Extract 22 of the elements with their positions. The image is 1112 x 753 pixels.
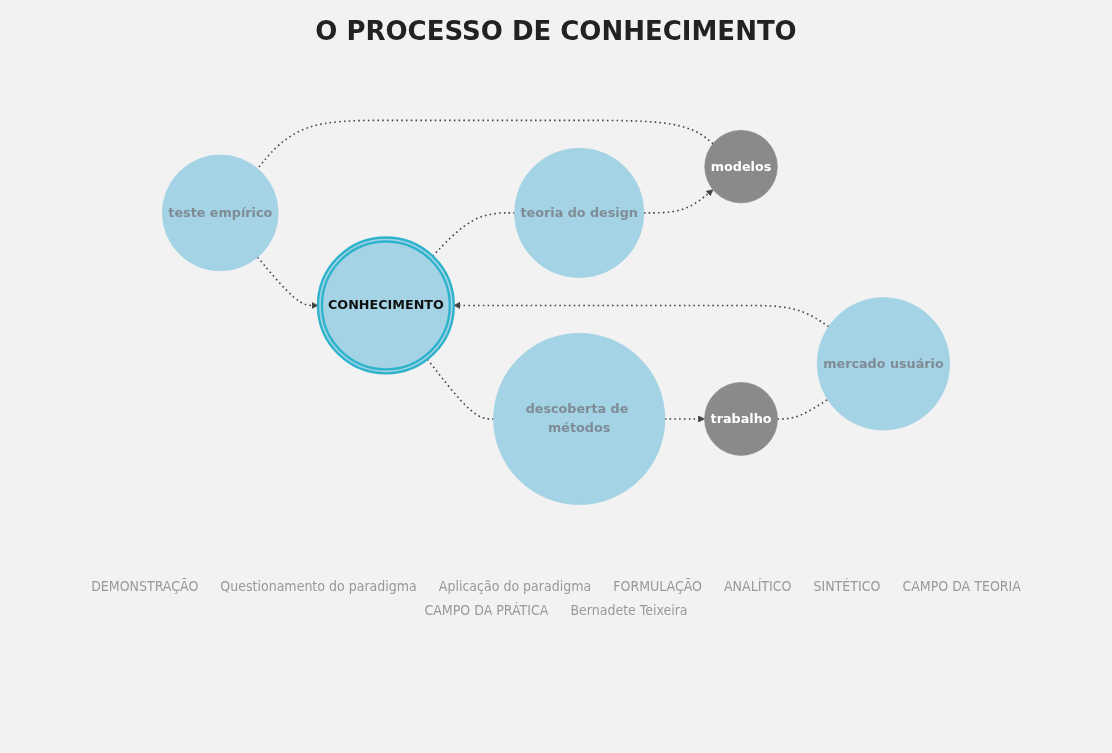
annotation-text: Questionamento do paradigma <box>220 578 417 594</box>
annotation-text: SINTÉTICO <box>813 578 881 594</box>
diagram-title: O PROCESSO DE CONHECIMENTO <box>314 16 798 46</box>
arrow <box>643 188 714 214</box>
annotation-text: CAMPO DA PRÁTICA <box>424 602 549 618</box>
annotation-text: Aplicação do paradigma <box>438 578 592 594</box>
annotation-text: DEMONSTRAÇÃO <box>91 578 199 594</box>
annotation-text: CAMPO DA TEORIA <box>902 578 1021 594</box>
arrow <box>664 414 705 422</box>
node-circle: CONHECIMENTO <box>316 235 455 375</box>
node-circle: teoria do design <box>514 147 645 278</box>
connector <box>776 398 829 420</box>
annotation-text: FORMULAÇÃO <box>613 578 702 594</box>
annotation-text: Bernadete Teixeira <box>570 602 688 618</box>
node-circle: trabalho <box>704 381 778 456</box>
node-circle: teste empírico <box>162 154 279 271</box>
node-circle: descoberta de métodos <box>493 332 666 505</box>
annotation-text: ANALÍTICO <box>724 578 792 594</box>
node-circle: modelos <box>704 129 778 203</box>
arrow <box>256 255 319 309</box>
node-circle: mercado usuário <box>816 296 950 430</box>
arrow <box>453 301 830 327</box>
